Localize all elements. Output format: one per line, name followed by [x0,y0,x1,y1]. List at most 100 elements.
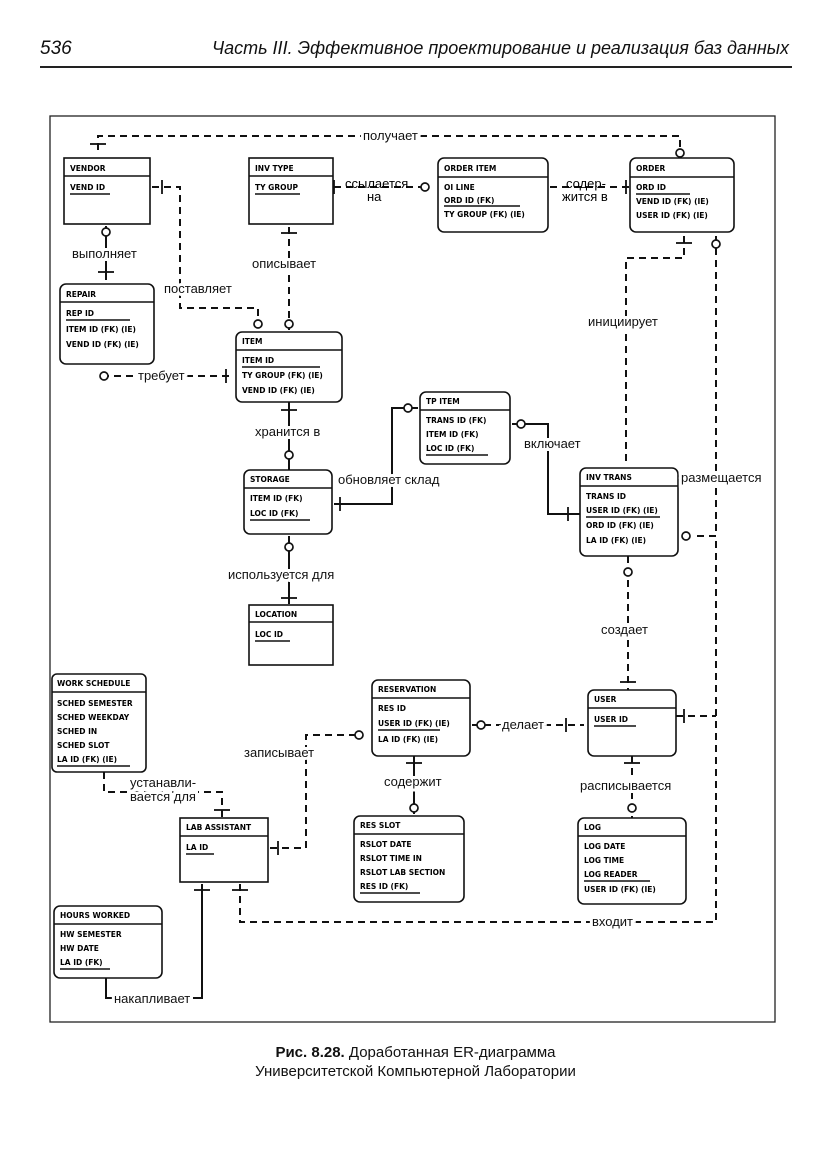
line-razmeshchaetsya [694,236,717,537]
label-vaetsya-dlya: вается для [130,789,196,804]
entity-attr: LOG TIME [584,856,624,865]
entity-work-schedule: WORK SCHEDULE SCHED SEMESTER SCHED WEEKD… [51,673,147,773]
entity-attr: SCHED SLOT [57,741,110,750]
entity-attr: HW SEMESTER [60,930,122,939]
caption-line1: Доработанная ER-диаграмма [348,1044,556,1061]
entity-tp-item: TP ITEM TRANS ID (FK) ITEM ID (FK) LOC I… [419,391,511,465]
label-postavlyaet: поставляет [164,281,232,296]
entity-order: ORDER ORD ID VEND ID (FK) (IE) USER ID (… [629,157,735,233]
entity-name: RESERVATION [378,685,436,694]
entity-attr: LOC ID [255,630,283,639]
entity-attr: ITEM ID [242,356,274,365]
entity-name: REPAIR [66,290,96,299]
label-vhodit: входит [592,914,633,929]
label-ispolzuetsya-dlya: используется для [228,567,334,582]
running-header: Часть III. Эффективное проектирование и … [211,38,789,58]
figure-caption: Рис. 8.28. Доработанная ER-диаграмма [0,1044,831,1061]
label-ssylaetsya: ссылается [345,176,408,191]
label-poluchaet: получает [363,128,418,143]
entity-reservation: RESERVATION RES ID USER ID (FK) (IE) LA … [371,679,471,757]
line-nakaplivaet [105,884,203,999]
entity-attr: LOG READER [584,870,638,879]
entity-name: WORK SCHEDULE [57,679,130,688]
entity-name: INV TYPE [255,164,294,173]
entity-repair: REPAIR REP ID ITEM ID (FK) (IE) VEND ID … [59,283,155,365]
label-sozdaet: создает [601,622,648,637]
label-hranitsya-v: хранится в [255,424,320,439]
entity-name: STORAGE [250,475,290,484]
entity-attr: ORD ID (FK) [444,196,494,205]
entity-vendor: VENDOR VEND ID [63,157,151,225]
entity-attr: USER ID (FK) (IE) [378,719,450,728]
entity-name: RES SLOT [360,821,401,830]
entity-attr: TRANS ID [586,492,626,501]
entity-attr: SCHED IN [57,727,97,736]
figure-caption-line2: Университетской Компьютерной Лаборатории [255,1063,576,1080]
entity-attr: TY GROUP (FK) (IE) [444,210,525,219]
relationship-labels: получает ссылается на содер- жится в вып… [69,125,765,1009]
entity-attr: REP ID [66,309,94,318]
entity-attr: LA ID [186,843,208,852]
entity-inv-type: INV TYPE TY GROUP [248,157,334,225]
entity-attr: LOC ID (FK) [426,444,474,453]
entity-location: LOCATION LOC ID [248,604,334,666]
entity-log: LOG LOG DATE LOG TIME LOG READER USER ID… [577,817,687,905]
label-soderzhit: содержит [384,774,442,789]
entity-attr: ITEM ID (FK) [426,430,479,439]
label-nakaplivaet: накапливает [114,991,190,1006]
line-iniciiruet [625,236,685,464]
entity-attr: ITEM ID (FK) (IE) [66,325,136,334]
entity-item: ITEM ITEM ID TY GROUP (FK) (IE) VEND ID … [235,331,343,403]
entity-attr: VEND ID [70,183,105,192]
entity-attr: SCHED SEMESTER [57,699,133,708]
entity-name: LAB ASSISTANT [186,823,252,832]
label-raspisyvaetsya: расписывается [580,778,671,793]
label-opisyvaet: описывает [252,256,316,271]
label-zapisyvaet: записывает [244,745,314,760]
entity-name: LOG [584,823,601,832]
entity-attr: LA ID (FK) (IE) [378,735,438,744]
entity-res-slot: RES SLOT RSLOT DATE RSLOT TIME IN RSLOT … [353,815,465,903]
entity-attr: LA ID (FK) (IE) [57,755,117,764]
entity-attr: SCHED WEEKDAY [57,713,130,722]
entity-attr: LOC ID (FK) [250,509,298,518]
label-zhitsya-v: жится в [562,189,608,204]
line-poluchaet [97,135,681,150]
label-obnovlyaet-sklad: обновляет склад [338,472,440,487]
entity-attr: RES ID [378,704,406,713]
entity-attr: LA ID (FK) [60,958,103,967]
entity-attr: LOG DATE [584,842,625,851]
label-razmeshchaetsya: размещается [681,470,762,485]
entity-attr: USER ID (FK) (IE) [586,506,658,515]
entity-name: TP ITEM [426,397,460,406]
entity-storage: STORAGE ITEM ID (FK) LOC ID (FK) [243,469,333,535]
entity-name: ORDER [636,164,665,173]
label-delaet: делает [502,717,544,732]
entity-name: ITEM [242,337,263,346]
entity-name: LOCATION [255,610,297,619]
diagram-frame [49,115,776,1023]
line-ustanavlivaetsya [103,772,223,818]
line-vhodit [239,540,717,923]
label-soder: содер- [566,176,606,191]
entity-attr: RSLOT DATE [360,840,411,849]
entity-attr: VEND ID (FK) (IE) [66,340,139,349]
entity-name: USER [594,695,617,704]
entity-name: ORDER ITEM [444,164,496,173]
entity-attr: TY GROUP [255,183,299,192]
line-zapisyvaet [270,734,356,849]
label-na: на [367,189,382,204]
entity-attr: TY GROUP (FK) (IE) [242,371,323,380]
entity-name: VENDOR [70,164,106,173]
label-iniciiruet: инициирует [588,314,658,329]
entity-attr: ORD ID (FK) (IE) [586,521,654,530]
label-trebuet: требует [138,368,185,383]
entity-order-item: ORDER ITEM OI LINE ORD ID (FK) TY GROUP … [437,157,549,233]
entity-attr: USER ID [594,715,628,724]
entity-attr: RES ID (FK) [360,882,408,891]
line-obnovlyaet [334,407,418,505]
line-postavlyaet [152,186,259,330]
entity-attr: ITEM ID (FK) [250,494,303,503]
entity-attr: OI LINE [444,183,475,192]
